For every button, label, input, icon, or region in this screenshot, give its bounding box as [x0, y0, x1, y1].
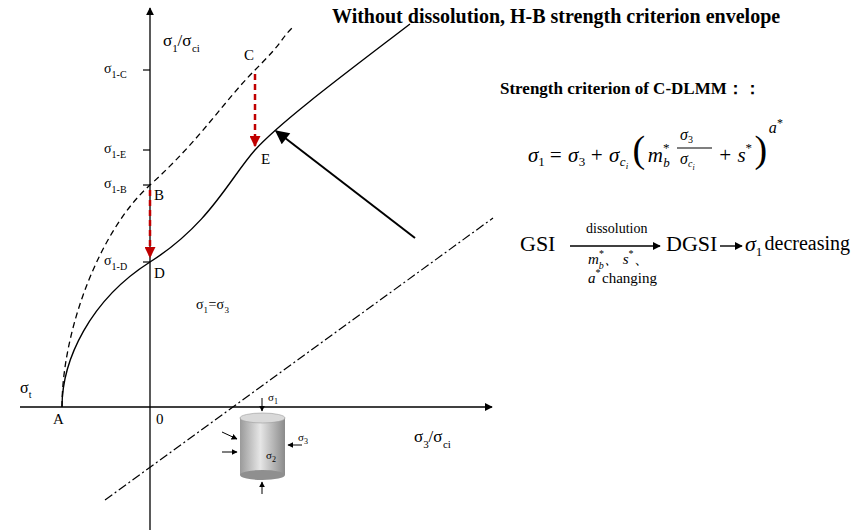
strength-drop-arrow [254, 74, 257, 146]
tick-label: 1-E [112, 150, 126, 160]
axis-ticks [143, 70, 150, 262]
axis-label: ci [192, 43, 200, 54]
formula-term: b [663, 156, 670, 169]
equal-stress-line [105, 218, 493, 500]
formula-term: a [769, 120, 777, 136]
y-axis [149, 8, 150, 530]
axis-label: σ [163, 32, 172, 49]
parameter-text: * [629, 249, 634, 259]
x-axis [20, 406, 492, 407]
dissolution-envelope [62, 24, 410, 407]
arrow-label: dissolution [586, 222, 647, 236]
load-label: 1 [274, 398, 278, 406]
gsi-text: GSI [520, 233, 555, 255]
axis-label: ci [443, 439, 451, 450]
point-label: 0 [156, 412, 164, 427]
formula-term: σ [528, 145, 538, 166]
process-arrow [720, 245, 742, 246]
formula-term: + s [718, 145, 746, 166]
formula-term: * [663, 141, 670, 154]
strength-drop-arrow [149, 190, 152, 257]
load-label: σ [298, 432, 304, 443]
chart-title: Without dissolution, H-B strength criter… [332, 6, 780, 26]
tick-label: σ [104, 142, 112, 156]
formula-term: i [626, 162, 629, 171]
formula-term: * [746, 141, 753, 154]
parameter-text: changing [602, 271, 657, 286]
formula-term: + σ [590, 145, 620, 166]
parameter-text: a [588, 271, 596, 286]
formula-term: c [688, 159, 692, 169]
gsi-text: DGSI [666, 233, 717, 255]
formula-term: σ [680, 151, 688, 167]
load-label: 3 [304, 438, 308, 446]
load-label: 2 [272, 456, 276, 464]
tick-label: σ [104, 62, 112, 76]
formula-term: = σ [549, 145, 579, 166]
formula-term: 1 [538, 155, 545, 168]
point-label: E [261, 152, 270, 167]
load-label: σ [266, 450, 272, 461]
point-label: D [154, 266, 165, 281]
point-label: σ [20, 380, 29, 396]
formula-heading: Strength criterion of C-DLMM：： [500, 80, 761, 97]
line-label: 1 [204, 306, 209, 315]
result-text: 1 [756, 245, 763, 258]
formula-term: ( [633, 130, 646, 168]
result-text: decreasing [765, 233, 851, 253]
fraction-bar [677, 147, 712, 148]
process-arrow [570, 245, 660, 246]
point-label: t [29, 390, 32, 400]
formula-term: c [620, 155, 626, 168]
result-text: σ [745, 233, 756, 255]
axis-label: σ [414, 428, 423, 445]
tick-label: σ [104, 254, 112, 268]
formula-term: * [777, 117, 783, 129]
specimen-cylinder [240, 413, 285, 480]
line-label: 3 [224, 306, 229, 315]
formula-term: m [648, 145, 663, 166]
tick-label: σ [104, 177, 112, 191]
original-envelope [62, 28, 292, 407]
load-label: σ [268, 392, 274, 403]
pointer-arrow [276, 131, 415, 238]
formula-term: i [692, 164, 694, 172]
parameter-text: 、 [634, 252, 649, 267]
parameter-text: 、 s [604, 252, 629, 267]
axis-label: /σ [429, 428, 443, 445]
line-label: σ [196, 298, 204, 312]
parameter-text: * [599, 249, 604, 259]
line-label: =σ [209, 298, 224, 312]
axis-label: /σ [178, 32, 192, 49]
formula-term: σ [680, 127, 688, 143]
tick-label: 1-C [112, 70, 127, 80]
parameter-text: m [588, 252, 599, 267]
point-label: B [154, 188, 164, 203]
axis-label: 3 [423, 439, 429, 450]
tick-label: 1-B [112, 185, 127, 195]
axis-label: 1 [172, 43, 178, 54]
formula-term: 3 [688, 135, 693, 145]
formula-term: 3 [579, 155, 586, 168]
formula-term: ) [755, 130, 768, 168]
parameter-text: * [596, 268, 601, 278]
tick-label: 1-D [112, 262, 128, 272]
load-arrows [222, 398, 302, 494]
point-label: C [244, 48, 254, 63]
point-label: A [53, 412, 64, 427]
